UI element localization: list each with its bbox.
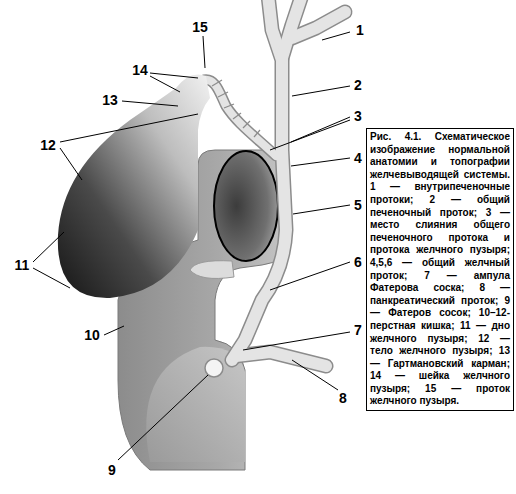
leader-line xyxy=(150,73,198,78)
valve-mark xyxy=(218,92,228,97)
valve-mark xyxy=(212,80,222,86)
leader-line xyxy=(293,205,350,214)
callout-number: 4 xyxy=(354,151,362,165)
callout-number: 11 xyxy=(15,258,30,272)
callout-number: 2 xyxy=(354,78,362,92)
pancreatic-duct xyxy=(236,352,326,366)
cystic-duct-outline xyxy=(204,80,276,156)
leader-line xyxy=(291,117,350,142)
leader-line xyxy=(104,326,124,335)
callout-number: 12 xyxy=(40,138,56,152)
leader-line xyxy=(270,262,350,290)
callout-number: 3 xyxy=(354,109,362,123)
leader-line xyxy=(292,86,350,96)
callout-number: 5 xyxy=(354,198,362,212)
callout-number: 9 xyxy=(108,463,116,477)
leader-line xyxy=(291,158,350,166)
papilla xyxy=(205,359,223,377)
valve-mark xyxy=(243,121,250,128)
callout-number: 1 xyxy=(356,23,364,37)
cystic-duct xyxy=(204,80,276,156)
callout-number: 15 xyxy=(192,20,208,34)
callout-number: 6 xyxy=(354,255,362,269)
leader-lines xyxy=(33,32,350,460)
callout-number: 8 xyxy=(339,391,347,405)
duct-outline xyxy=(204,0,345,366)
pancreatic-duct-outline xyxy=(236,352,326,366)
spiral-valves xyxy=(212,80,260,137)
leader-line xyxy=(118,375,208,460)
leader-line xyxy=(33,232,64,262)
leader-line xyxy=(322,32,350,40)
valve-mark xyxy=(233,113,241,119)
leader-line xyxy=(150,76,180,92)
leader-line xyxy=(243,332,350,350)
leader-line xyxy=(60,114,198,142)
figure-caption: Рис. 4.1. Схематическое изображение норм… xyxy=(366,128,514,411)
leader-line xyxy=(122,101,178,106)
duodenum-fold xyxy=(190,261,234,279)
callout-number: 13 xyxy=(102,93,118,107)
leader-line xyxy=(33,268,70,288)
callout-number: 14 xyxy=(132,63,148,77)
leader-line xyxy=(60,148,82,180)
callout-number: 10 xyxy=(84,328,100,342)
leader-line xyxy=(292,360,338,390)
valve-mark xyxy=(224,104,234,108)
leader-line xyxy=(270,120,350,150)
leader-line xyxy=(203,36,205,68)
callout-number: 7 xyxy=(354,323,362,337)
gallbladder-shape xyxy=(58,75,210,299)
duodenum-lumen xyxy=(214,151,278,261)
hepatic-branch xyxy=(292,12,345,38)
duct-fill xyxy=(204,0,345,366)
valve-mark xyxy=(254,130,260,137)
